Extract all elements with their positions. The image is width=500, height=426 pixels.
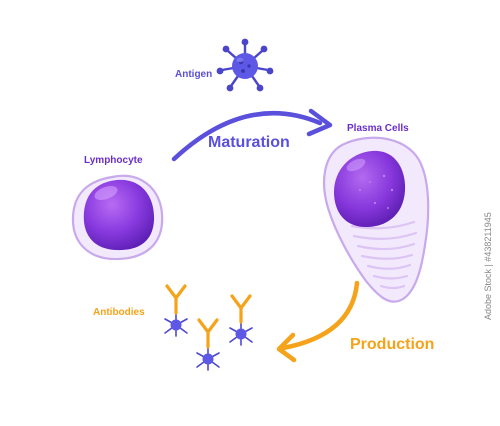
maturation-label: Maturation: [208, 134, 290, 151]
antigen-virus-icon: [216, 38, 274, 92]
antibody-icon: [164, 284, 188, 337]
stock-watermark: Adobe Stock | #438211945: [480, 120, 496, 320]
lymphocyte-label: Lymphocyte: [84, 155, 143, 166]
maturation-arrow-icon: [171, 108, 333, 162]
antibody-icon: [229, 294, 253, 346]
plasma-cell-icon: [322, 136, 430, 303]
plasma-cells-label: Plasma Cells: [347, 123, 409, 134]
stock-id-text: Adobe Stock | #438211945: [483, 212, 493, 320]
production-arrow-icon: [276, 280, 360, 363]
lymphocyte-cell-icon: [71, 174, 164, 261]
antibody-icon: [196, 318, 220, 371]
production-label: Production: [350, 336, 435, 353]
antibodies-label: Antibodies: [93, 307, 145, 318]
antigen-label: Antigen: [175, 69, 213, 80]
